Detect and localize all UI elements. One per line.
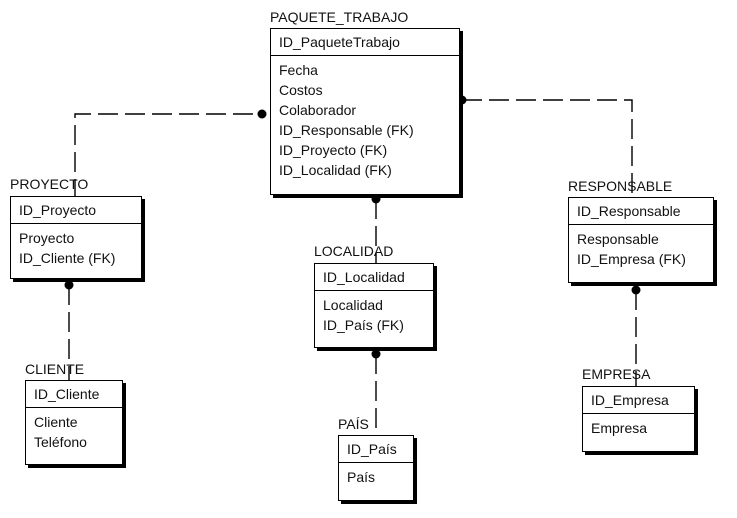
entity-attributes-cliente: Cliente Teléfono [26, 408, 122, 455]
rel-end-responsable [631, 285, 641, 295]
rel-responsable-paquete [462, 99, 633, 199]
entity-key-cliente: ID_Cliente [26, 381, 122, 408]
attribute: ID_Proyecto (FK) [279, 142, 388, 158]
attribute: ID_Empresa (FK) [577, 251, 686, 267]
entity-attributes-proyecto: Proyecto ID_Cliente (FK) [11, 224, 141, 271]
entity-key-localidad: ID_Localidad [315, 264, 433, 291]
entity-attributes-empresa: Empresa [583, 414, 694, 441]
entity-box-responsable: ID_Responsable Responsable ID_Empresa (F… [568, 197, 714, 283]
attribute: País [347, 469, 376, 485]
attribute: ID_País (FK) [323, 317, 404, 333]
entity-attributes-pais: País [339, 463, 413, 490]
attribute: Teléfono [34, 434, 87, 450]
attribute: Costos [279, 82, 323, 98]
entity-title-pais: PAÍS [338, 416, 369, 432]
attribute: Fecha [279, 62, 318, 78]
attribute: ID_Responsable (FK) [279, 122, 414, 138]
rel-end-localidad [371, 349, 381, 359]
entity-attributes-paquete-trabajo: Fecha Costos Colaborador ID_Responsable … [271, 56, 459, 183]
attribute: Localidad [323, 297, 383, 313]
entity-title-cliente: CLIENTE [25, 361, 85, 377]
entity-key-paquete-trabajo: ID_PaqueteTrabajo [271, 29, 459, 56]
entity-attributes-localidad: Localidad ID_País (FK) [315, 291, 433, 338]
attribute: ID_Localidad (FK) [279, 162, 392, 178]
entity-key-responsable: ID_Responsable [569, 198, 713, 225]
attribute: Proyecto [19, 230, 75, 246]
attribute: Colaborador [279, 102, 357, 118]
entity-attributes-responsable: Responsable ID_Empresa (FK) [569, 225, 713, 272]
entity-title-paquete-trabajo: PAQUETE_TRABAJO [270, 9, 409, 25]
entity-box-pais: ID_País País [338, 435, 414, 501]
rel-end-paquete-left [257, 109, 267, 119]
entity-box-localidad: ID_Localidad Localidad ID_País (FK) [314, 263, 434, 348]
entity-key-empresa: ID_Empresa [583, 387, 694, 414]
entity-box-paquete-trabajo: ID_PaqueteTrabajo Fecha Costos Colaborad… [270, 28, 460, 195]
attribute: Responsable [577, 231, 659, 247]
entity-key-proyecto: ID_Proyecto [11, 197, 141, 224]
entity-box-proyecto: ID_Proyecto Proyecto ID_Cliente (FK) [10, 196, 142, 279]
attribute: Cliente [34, 414, 78, 430]
entity-title-responsable: RESPONSABLE [568, 178, 673, 194]
rel-end-paquete-bottom [371, 194, 381, 204]
entity-key-pais: ID_País [339, 436, 413, 463]
entity-box-empresa: ID_Empresa Empresa [582, 386, 695, 452]
attribute: ID_Cliente (FK) [19, 250, 116, 266]
rel-end-proyecto [64, 280, 74, 290]
entity-title-proyecto: PROYECTO [10, 176, 89, 192]
attribute: Empresa [591, 420, 648, 436]
entity-box-cliente: ID_Cliente Cliente Teléfono [25, 380, 123, 465]
entity-title-empresa: EMPRESA [582, 366, 651, 382]
entity-title-localidad: LOCALIDAD [314, 243, 394, 259]
rel-proyecto-paquete [74, 113, 262, 199]
